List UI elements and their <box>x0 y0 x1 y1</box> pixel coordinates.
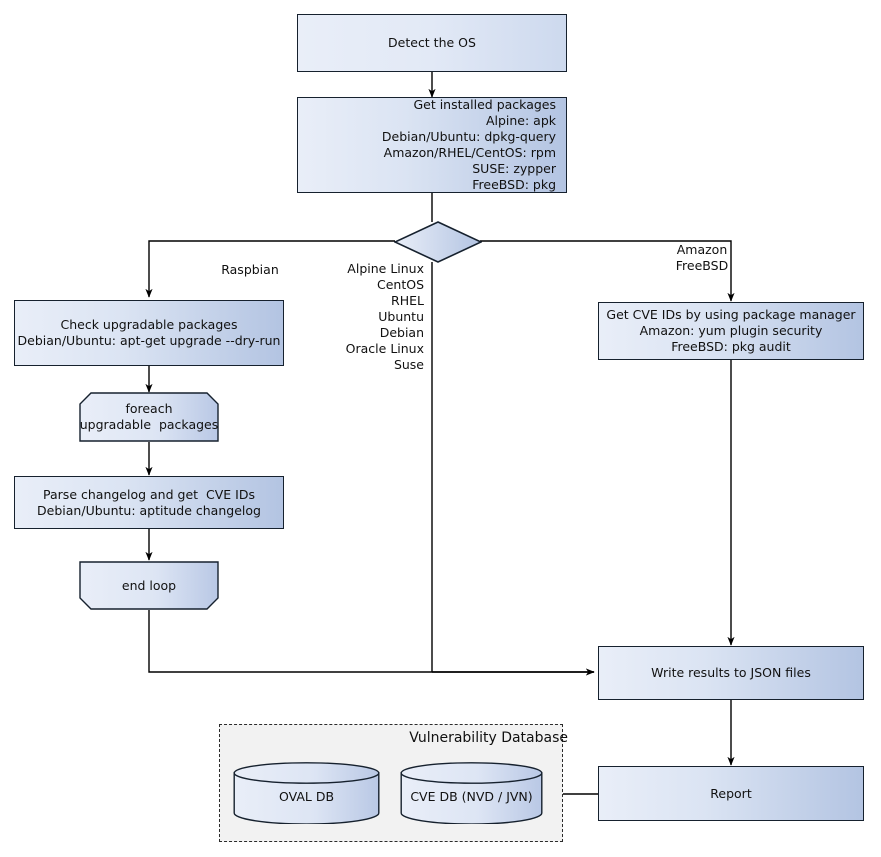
node-get-cve-ids[interactable]: Get CVE IDs by using package manager Ama… <box>598 302 864 360</box>
edge-label-amazon-freebsd: Amazon FreeBSD <box>675 242 729 273</box>
vulnerability-database-title: Vulnerability Database <box>409 730 568 746</box>
node-write-results[interactable]: Write results to JSON files <box>598 646 864 700</box>
oval-db-cylinder: OVAL DB <box>233 762 380 825</box>
oval-db-label: OVAL DB <box>278 789 335 804</box>
node-end-loop[interactable]: end loop <box>79 561 219 610</box>
node-os-decision[interactable] <box>393 221 483 263</box>
node-parse-changelog[interactable]: Parse changelog and get CVE IDs Debian/U… <box>14 476 284 529</box>
cve-db-label: CVE DB (NVD / JVN) <box>410 789 533 804</box>
node-foreach-loop[interactable]: foreach upgradable packages <box>79 392 219 442</box>
node-detect-os[interactable]: Detect the OS <box>297 14 567 72</box>
foreach-loop-label: foreach upgradable packages <box>79 401 219 432</box>
node-get-installed-packages[interactable]: Get installed packages Alpine: apk Debia… <box>297 97 567 193</box>
node-check-upgradable-packages[interactable]: Check upgradable packages Debian/Ubuntu:… <box>14 300 284 366</box>
end-loop-label: end loop <box>121 577 177 593</box>
cve-db-cylinder: CVE DB (NVD / JVN) <box>400 762 543 825</box>
node-report[interactable]: Report <box>598 766 864 821</box>
edge-label-middle-distros: Alpine Linux CentOS RHEL Ubuntu Debian O… <box>345 261 424 372</box>
